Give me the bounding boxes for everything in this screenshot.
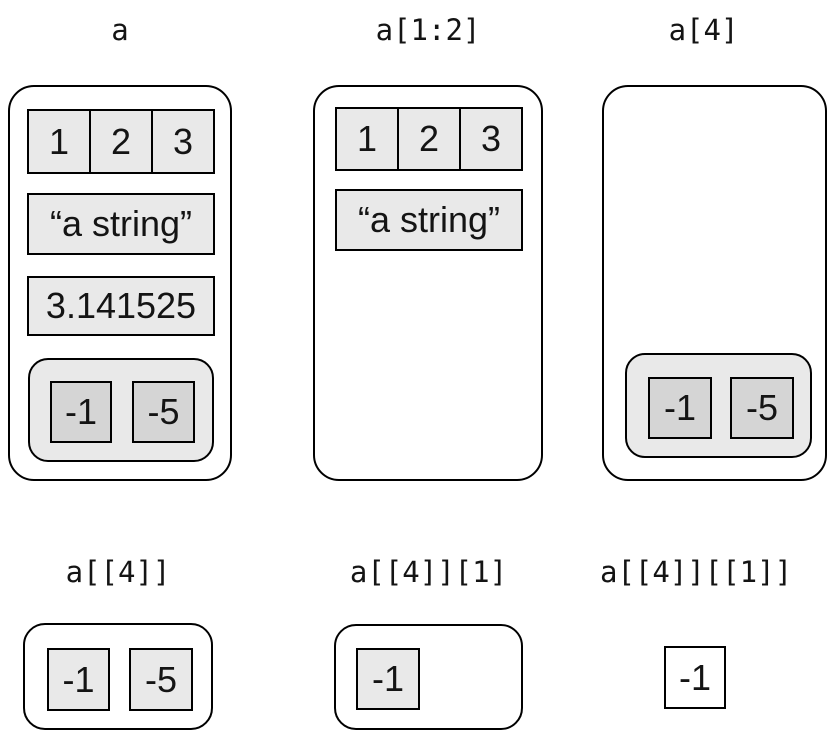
nested-list: -1 -5: [625, 353, 812, 458]
nested-cell: -1: [50, 381, 112, 443]
panel-a-title: a: [111, 13, 129, 47]
string-cell: “a string”: [27, 193, 215, 255]
list-box-a: 1 2 3 “a string” 3.141525 -1 -5: [8, 85, 232, 481]
vector-cell: 1: [27, 109, 91, 174]
nested-cell: -1: [648, 377, 712, 439]
panel-a-slice-title: a[1:2]: [375, 13, 481, 47]
list-cell: -1: [47, 648, 110, 711]
nested-list: -1 -5: [28, 358, 214, 462]
vector-cell: 1: [335, 107, 399, 171]
list-box-a-slice: 1 2 3 “a string”: [313, 85, 543, 481]
panel-a44-11-title: a[[4]][[1]]: [600, 555, 793, 589]
panel-a44-title: a[[4]]: [65, 555, 171, 589]
panel-a4-title: a[4]: [668, 13, 739, 47]
panel-a44-1-title: a[[4]][1]: [349, 555, 508, 589]
vector-cell: 3: [153, 109, 215, 174]
extracted-value-a44-11: -1: [664, 646, 726, 709]
number-cell: 3.141525: [27, 276, 215, 336]
list-cell: -5: [129, 648, 193, 711]
extracted-list-a44-1: -1: [334, 624, 523, 730]
list-cell: -1: [356, 648, 420, 710]
string-cell: “a string”: [335, 189, 523, 251]
vector-1-2-3: 1 2 3: [27, 109, 215, 174]
extracted-list-a44: -1 -5: [23, 623, 213, 730]
nested-cell: -5: [132, 381, 195, 443]
vector-cell: 2: [91, 109, 153, 174]
vector-cell: 3: [461, 107, 523, 171]
vector-1-2-3: 1 2 3: [335, 107, 523, 171]
vector-cell: 2: [399, 107, 461, 171]
nested-cell: -5: [730, 377, 794, 439]
list-box-a4: -1 -5: [602, 85, 827, 481]
